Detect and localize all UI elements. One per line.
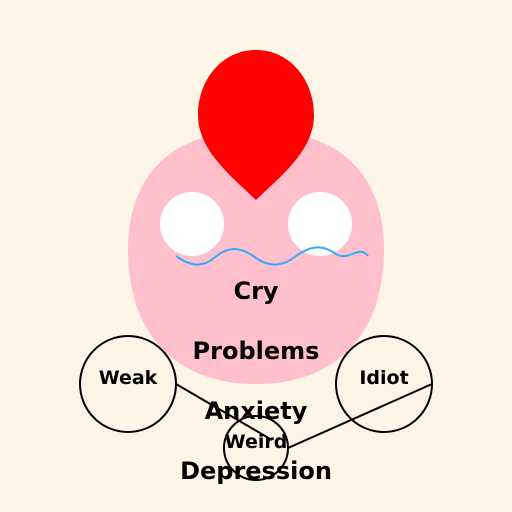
mouth-word-label: Cry	[233, 277, 278, 305]
bottom-circle	[223, 415, 289, 481]
connector-line-right	[287, 383, 433, 449]
depression-label: Depression	[180, 457, 332, 485]
bottom-circle-label: Weird	[225, 431, 288, 453]
left-eye	[160, 192, 224, 256]
problems-label: Problems	[193, 337, 320, 365]
left-circle	[79, 335, 177, 433]
red-flame-shape	[198, 50, 314, 200]
wavy-mouth-line	[175, 246, 369, 266]
right-circle	[335, 335, 433, 433]
connector-line-left	[175, 383, 273, 441]
anxiety-label: Anxiety	[205, 397, 308, 425]
right-eye	[288, 192, 352, 256]
right-circle-label: Idiot	[359, 367, 408, 389]
left-circle-label: Weak	[99, 367, 158, 389]
